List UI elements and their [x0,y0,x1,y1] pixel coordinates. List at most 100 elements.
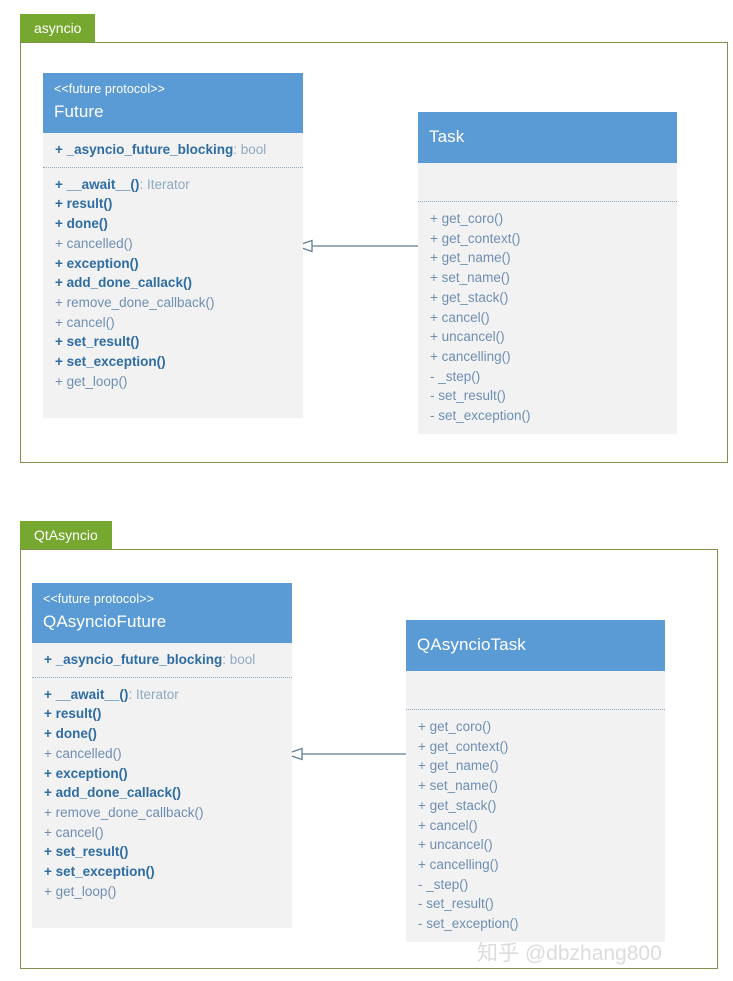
method-name: uncancel() [429,837,493,853]
method-name: result() [55,706,102,722]
method-visibility: + [55,314,67,330]
method-name: get_stack() [429,797,497,813]
method-row: + exception() [55,254,293,274]
method-name: cancelled() [66,235,133,251]
method-row: + result() [55,194,293,214]
method-visibility: + [418,738,430,754]
method-row: - set_exception() [418,914,655,934]
method-row: + set_name() [418,776,655,796]
class-header-future: <<future protocol>> Future [43,73,303,133]
method-row: + set_name() [430,268,667,288]
method-row: + cancelling() [430,347,667,367]
attribute-name: _asyncio_future_blocking [55,652,223,667]
method-visibility: + [55,294,67,310]
method-name: cancel() [55,824,104,840]
method-visibility: + [430,329,442,345]
class-methods-task: + get_coro() + get_context() + get_name(… [418,201,677,433]
method-row: + set_result() [44,842,282,862]
class-box-future[interactable]: <<future protocol>> Future + _asyncio_fu… [43,73,303,418]
method-visibility: + [44,864,56,880]
generalization-edge-qasynciotask-to-qasynciofuture [280,747,508,788]
class-box-qasynciofuture[interactable]: <<future protocol>> QAsyncioFuture + _as… [32,583,292,928]
attribute-type: : bool [233,142,267,157]
method-visibility: + [55,255,67,271]
method-visibility: + [418,758,430,774]
method-row: + get_loop() [44,882,282,902]
method-name: cancelling() [429,856,499,872]
method-visibility: - [430,408,439,424]
package-frame-asyncio [20,42,728,463]
method-row: + cancelling() [418,855,655,875]
method-row: + cancelled() [55,234,293,254]
method-row: + get_stack() [430,288,667,308]
method-name: remove_done_callback() [66,294,215,310]
method-name: cancel() [441,309,490,325]
method-visibility: + [55,334,67,350]
generalization-arrowhead-icon [284,747,303,761]
method-visibility: + [44,824,56,840]
method-row: + get_name() [430,248,667,268]
class-box-task[interactable]: Task + get_coro() + get_context() + get_… [418,112,677,434]
method-row: + cancel() [418,816,655,836]
method-name: exception() [66,255,139,271]
method-row: + get_context() [418,737,655,757]
class-attributes-qasynciofuture: + _asyncio_future_blocking: bool [32,643,292,677]
class-methods-qasynciofuture: + __await__(): Iterator + result() + don… [32,676,292,909]
method-name: uncancel() [441,329,505,345]
method-row: + __await__(): Iterator [55,175,293,195]
method-visibility: - [418,876,427,892]
class-box-qasynciotask[interactable]: QAsyncioTask + get_coro() + get_context(… [406,620,665,942]
package-tab-label-qtasyncio: QtAsyncio [20,521,112,549]
class-stereotype: <<future protocol>> [43,592,155,606]
method-row: + set_exception() [55,352,293,372]
class-methods-qasynciotask: + get_coro() + get_context() + get_name(… [406,709,665,941]
class-methods-future: + __await__(): Iterator + result() + don… [43,166,303,399]
method-visibility: + [44,765,56,781]
method-name: set_result() [426,896,494,912]
watermark-text: 知乎 @dbzhang800 [477,942,662,965]
method-row: + done() [44,724,282,744]
method-visibility: - [430,388,439,404]
method-name: get_loop() [55,883,117,899]
package-frame-qtasyncio [20,549,718,969]
method-name: get_coro() [429,719,492,734]
method-visibility: + [55,216,67,232]
method-visibility: + [55,373,67,389]
method-name: set_result() [55,844,129,860]
method-row: + set_result() [55,332,293,352]
method-name: set_exception() [426,916,519,932]
method-row: + set_exception() [44,862,282,882]
method-visibility: + [44,844,56,860]
method-visibility: + [418,856,430,872]
method-row: - _step() [418,875,655,895]
method-return-type: : Iterator [139,176,190,192]
method-row: + remove_done_callback() [44,803,282,823]
method-visibility: + [418,817,430,833]
method-name: result() [66,196,113,212]
method-visibility: + [44,883,56,899]
method-visibility: + [44,745,56,761]
method-row: + __await__(): Iterator [44,685,282,705]
method-visibility: + [44,785,56,801]
method-visibility: + [55,235,67,251]
method-name: get_stack() [441,289,509,305]
method-row: + cancelled() [44,744,282,764]
method-name: __await__() [55,686,129,702]
method-name: done() [66,216,108,232]
class-attributes-qasynciotask [406,671,665,709]
method-row: + get_coro() [418,717,655,737]
method-visibility: + [430,270,442,286]
method-name: add_done_callack() [66,275,192,291]
method-visibility: - [418,916,427,932]
method-row: - _step() [430,367,667,387]
method-name: cancel() [429,817,478,833]
method-name: done() [55,726,97,742]
method-visibility: - [430,368,439,384]
method-name: get_loop() [66,373,128,389]
method-name: set_exception() [55,864,155,880]
class-header-task: Task [418,112,677,163]
method-row: - set_exception() [430,406,667,426]
method-visibility: + [418,719,430,734]
attribute-row: + _asyncio_future_blocking: bool [44,650,282,670]
